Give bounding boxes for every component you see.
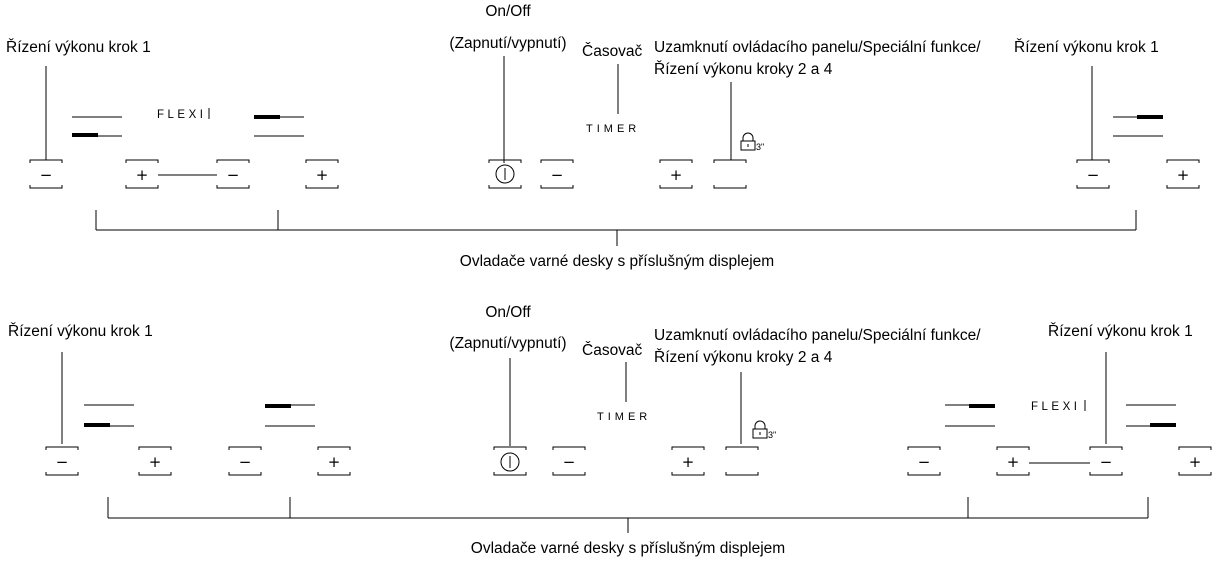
svg-text:+: + xyxy=(1177,166,1190,184)
svg-text:−: − xyxy=(227,166,240,184)
plus-button-zone-2[interactable]: + xyxy=(305,159,339,189)
label-lock: Uzamknutí ovládacího panelu/Speciální fu… xyxy=(654,39,981,56)
panel-2: Řízení výkonu krok 1 On/Off (Zapnutí/vyp… xyxy=(8,304,1212,557)
svg-text:+: + xyxy=(1189,453,1202,471)
display-zone-3 xyxy=(945,404,995,427)
lock-duration: 3" xyxy=(756,142,764,152)
label-onoff: On/Off xyxy=(485,304,531,321)
svg-text:−: − xyxy=(918,453,931,471)
svg-text:+: + xyxy=(316,166,329,184)
label-controls: Ovladače varné desky s příslušným disple… xyxy=(460,253,774,270)
label-lock-sub: Řízení výkonu kroky 2 a 4 xyxy=(654,61,833,78)
minus-button-zone-3[interactable]: − xyxy=(907,446,941,476)
svg-text:+: + xyxy=(1007,453,1020,471)
timer-minus-button[interactable]: − xyxy=(540,159,574,189)
display-zone-1 xyxy=(72,116,122,137)
minus-button-zone-2[interactable]: − xyxy=(216,159,250,189)
timer-caption: TIMER xyxy=(586,123,640,135)
label-lock: Uzamknutí ovládacího panelu/Speciální fu… xyxy=(654,327,981,344)
flexi-label: FLEXI xyxy=(1031,401,1080,413)
controls-bracket xyxy=(107,497,1149,533)
plus-button-zone-1[interactable]: + xyxy=(138,446,172,476)
timer-caption: TIMER xyxy=(597,411,651,423)
timer-plus-button[interactable]: + xyxy=(659,159,693,189)
svg-text:−: − xyxy=(1100,453,1113,471)
minus-button-zone-1[interactable]: − xyxy=(45,446,79,476)
svg-text:−: − xyxy=(239,453,252,471)
timer-minus-button[interactable]: − xyxy=(552,446,586,476)
svg-text:+: + xyxy=(670,166,683,184)
display-zone-3 xyxy=(1113,115,1163,137)
plus-button-zone-4[interactable]: + xyxy=(1178,446,1212,476)
svg-text:−: − xyxy=(563,453,576,471)
label-onoff-sub: (Zapnutí/vypnutí) xyxy=(449,35,566,52)
plus-button-zone-3[interactable]: + xyxy=(996,446,1030,476)
plus-button-zone-1[interactable]: + xyxy=(125,159,159,189)
label-lock-sub: Řízení výkonu kroky 2 a 4 xyxy=(654,349,833,366)
label-power-right: Řízení výkonu krok 1 xyxy=(1048,323,1193,340)
minus-button-zone-4[interactable]: − xyxy=(1089,446,1123,476)
svg-text:+: + xyxy=(682,453,695,471)
label-controls: Ovladače varné desky s příslušným disple… xyxy=(471,540,785,557)
svg-text:−: − xyxy=(40,166,53,184)
controls-bracket xyxy=(95,210,1137,246)
lock-button[interactable] xyxy=(713,159,747,189)
label-timer: Časovač xyxy=(582,43,643,60)
plus-button-zone-3[interactable]: + xyxy=(1166,159,1200,189)
label-timer: Časovač xyxy=(582,342,643,359)
minus-button-zone-2[interactable]: − xyxy=(228,446,262,476)
lock-duration: 3" xyxy=(768,430,776,440)
display-zone-4 xyxy=(1126,404,1176,427)
label-onoff-sub: (Zapnutí/vypnutí) xyxy=(449,335,566,352)
label-onoff: On/Off xyxy=(485,3,531,20)
on-off-icon xyxy=(500,452,520,472)
lock-icon xyxy=(752,420,768,439)
plus-button-zone-2[interactable]: + xyxy=(317,446,351,476)
svg-text:+: + xyxy=(149,453,162,471)
display-zone-2 xyxy=(265,404,315,427)
display-zone-1 xyxy=(84,404,134,427)
label-power-left: Řízení výkonu krok 1 xyxy=(8,323,153,340)
flexi-label: FLEXI xyxy=(157,109,206,121)
display-zone-2 xyxy=(254,115,304,137)
svg-text:+: + xyxy=(136,166,149,184)
svg-text:−: − xyxy=(1087,166,1100,184)
svg-text:+: + xyxy=(328,453,341,471)
on-off-icon xyxy=(495,164,515,184)
on-off-button[interactable] xyxy=(493,446,527,476)
label-power-right: Řízení výkonu krok 1 xyxy=(1014,39,1159,56)
minus-button-zone-3[interactable]: − xyxy=(1076,159,1110,189)
panel-1: Řízení výkonu krok 1 On/Off (Zapnutí/vyp… xyxy=(6,3,1200,270)
on-off-button[interactable] xyxy=(488,159,522,189)
svg-text:−: − xyxy=(56,453,69,471)
lock-button[interactable] xyxy=(725,446,759,476)
minus-button-zone-1[interactable]: − xyxy=(29,159,63,189)
label-power-left: Řízení výkonu krok 1 xyxy=(6,39,151,56)
timer-plus-button[interactable]: + xyxy=(671,446,705,476)
lock-icon xyxy=(740,132,756,151)
svg-text:−: − xyxy=(551,166,564,184)
